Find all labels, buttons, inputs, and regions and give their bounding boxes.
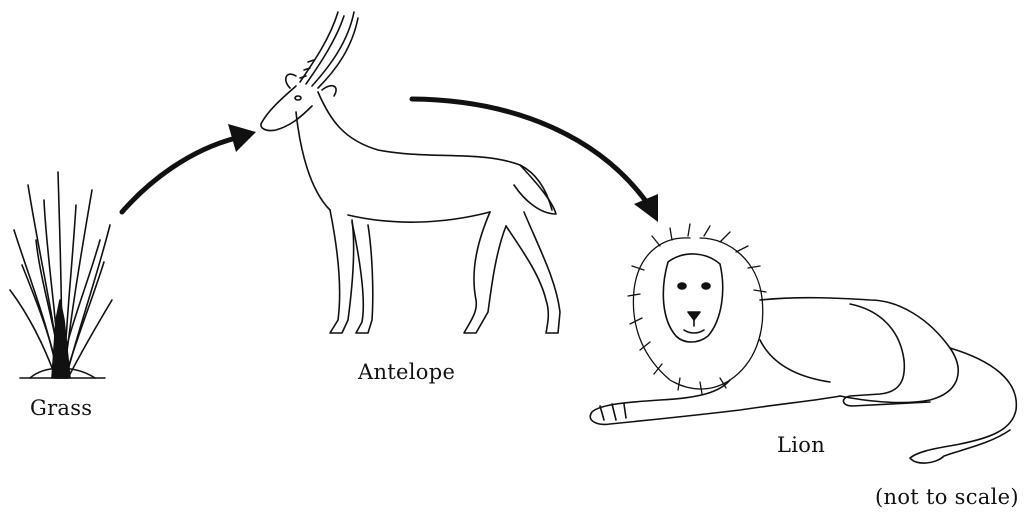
lion-illustration bbox=[590, 224, 1016, 463]
grass-illustration bbox=[10, 172, 112, 378]
scale-note: (not to scale) bbox=[875, 485, 1019, 509]
arrow-grass-to-antelope bbox=[122, 124, 256, 212]
arrow-antelope-to-lion bbox=[412, 99, 658, 222]
antelope-illustration bbox=[261, 12, 560, 333]
antelope-label: Antelope bbox=[358, 360, 455, 384]
grass-label: Grass bbox=[30, 396, 92, 420]
lion-label: Lion bbox=[777, 433, 825, 457]
